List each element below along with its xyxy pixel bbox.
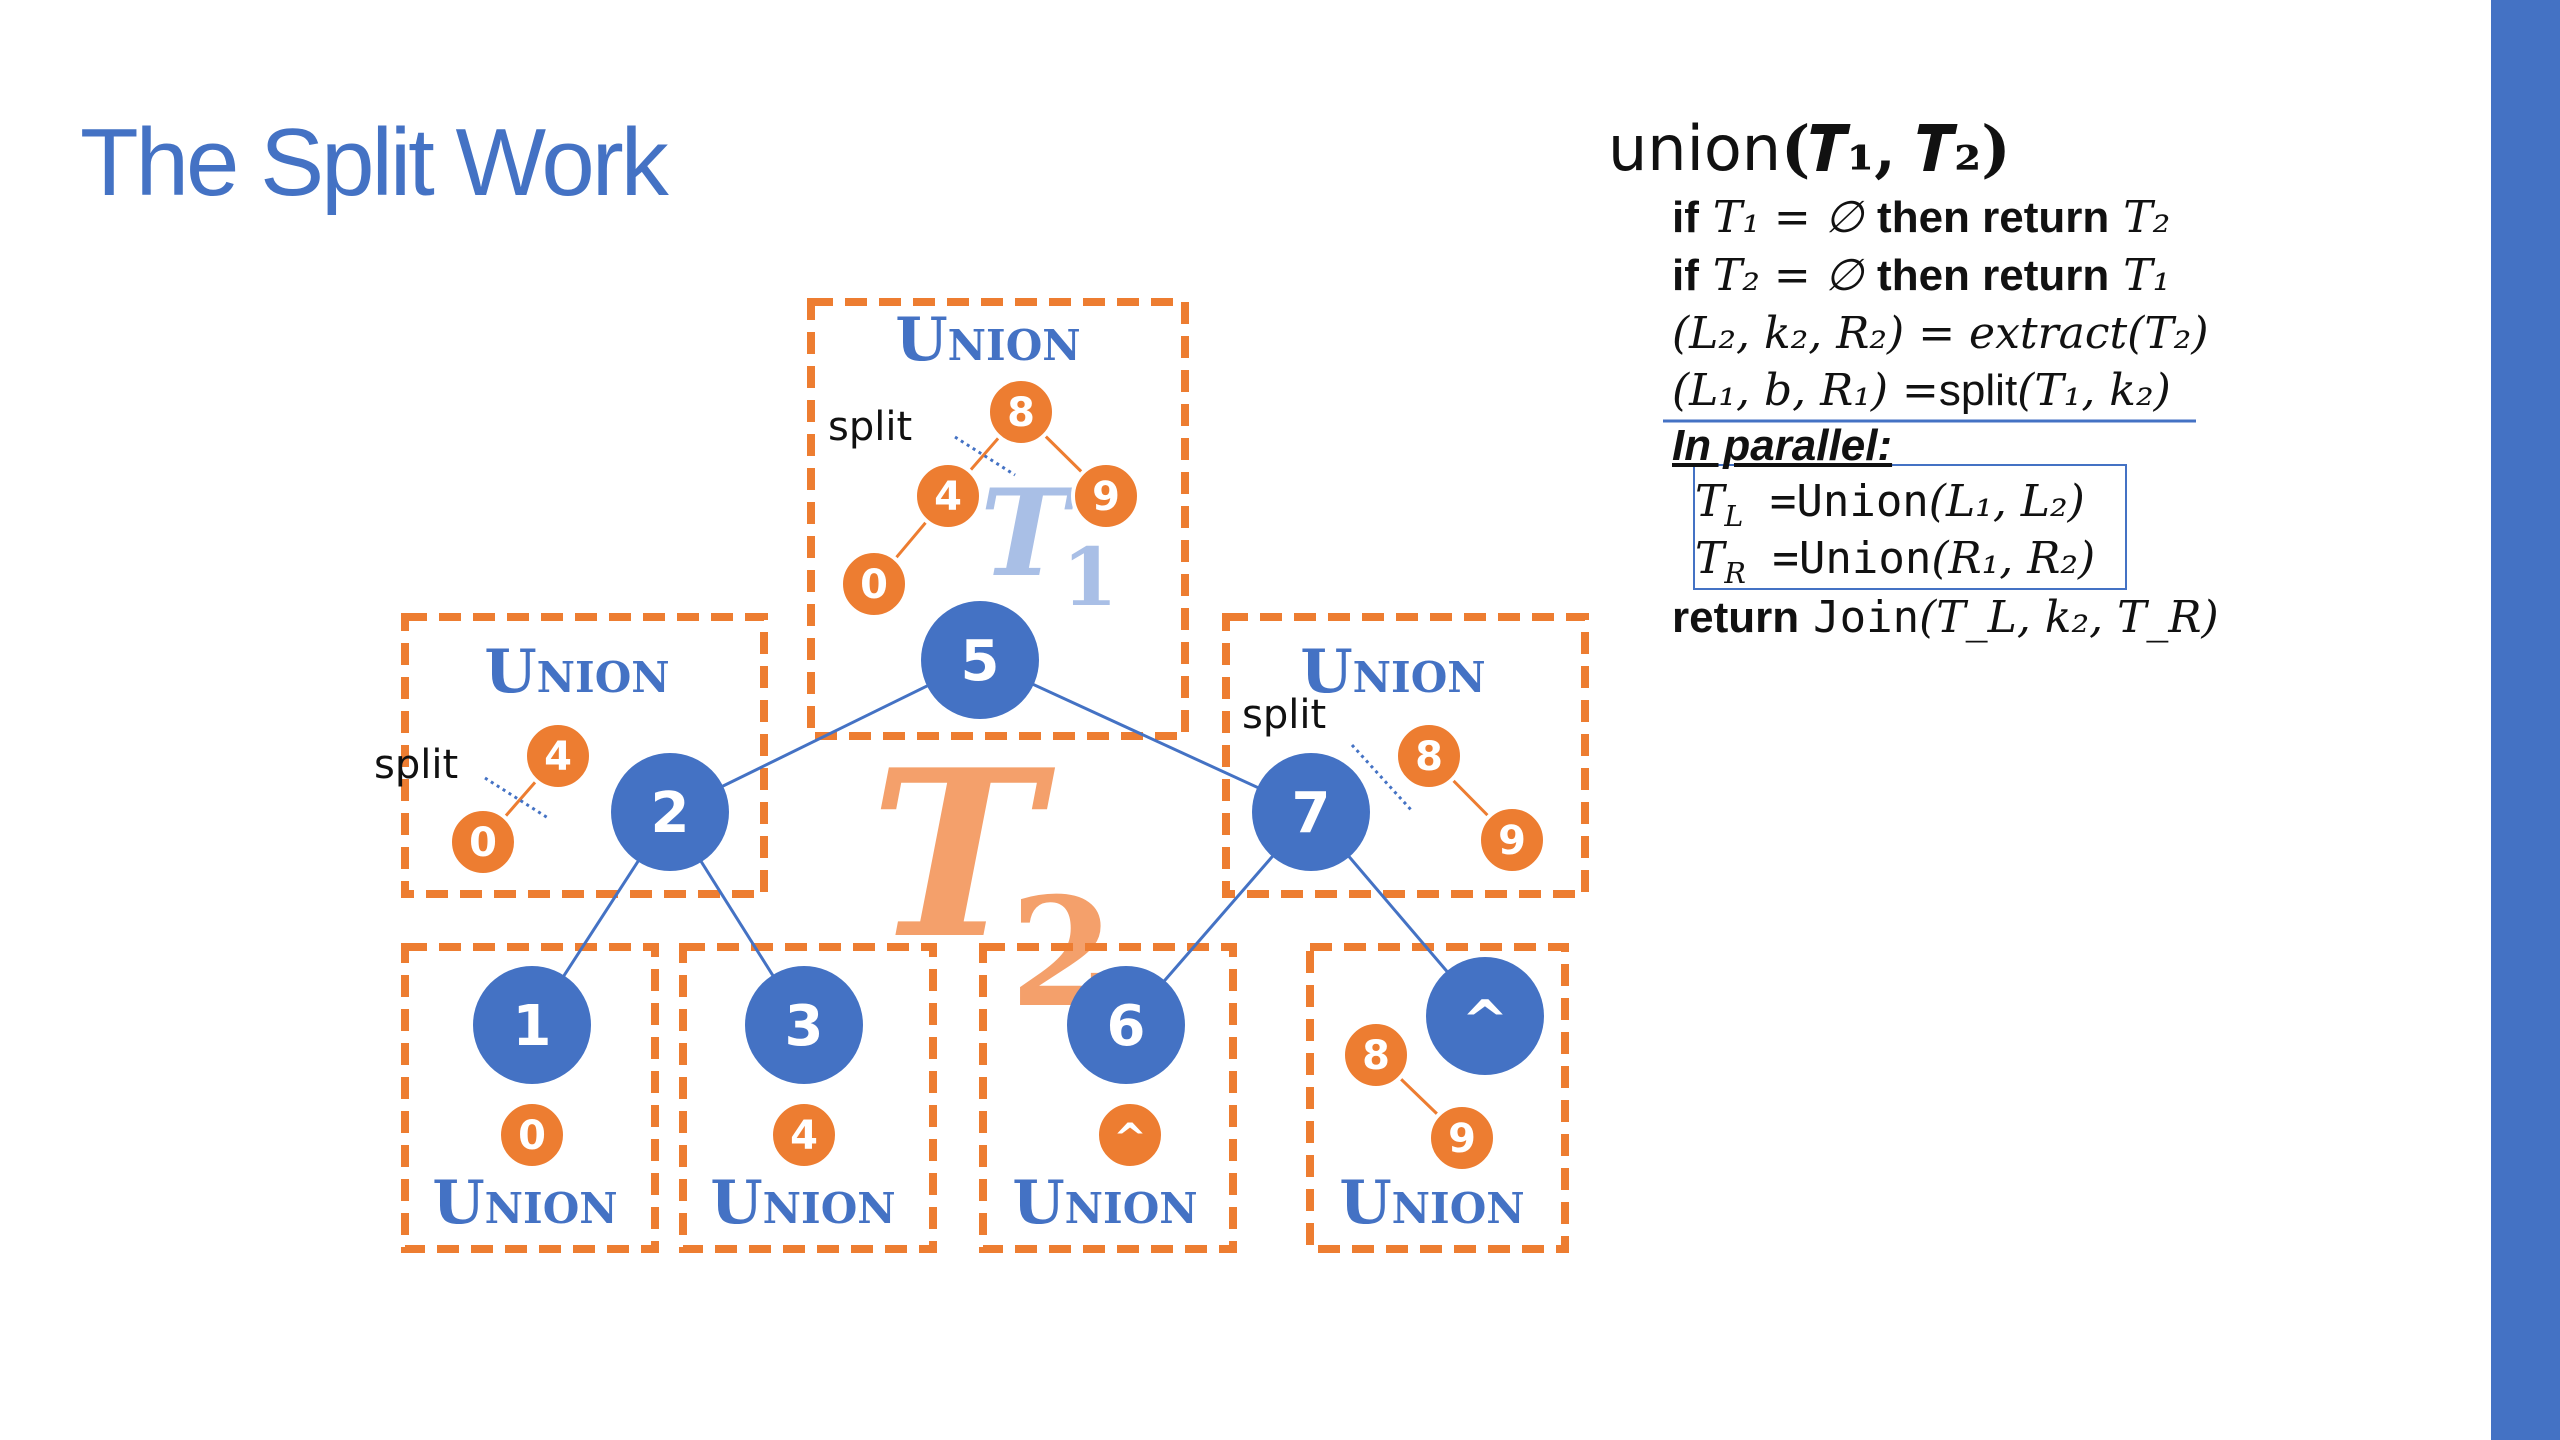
split-line-left — [484, 776, 549, 820]
union-box-root — [807, 298, 1189, 740]
split-line-right — [1350, 743, 1415, 814]
pseudocode-return: return Join(T_L, k₂, T_R) — [1672, 592, 2219, 643]
pseudocode-tr: TR =Union(R₁, R₂) — [1695, 533, 2096, 590]
pseudocode-parallel: In parallel: — [1672, 421, 1893, 470]
svg-text:6: 6 — [1107, 994, 1146, 1059]
t1-nodes: 8 4 9 0 4 0 8 9 0 4 ^ 8 9 — [448, 377, 1547, 1173]
slide-title: The Split Work — [80, 109, 669, 216]
t1-node-4-leaf3: 4 — [769, 1100, 839, 1170]
func-name: union — [1608, 112, 1782, 185]
union-box-leaf-3 — [679, 943, 937, 1253]
t1-node-8-leafhat: 8 — [1341, 1020, 1411, 1090]
union-label-left: Union — [484, 637, 669, 707]
union-box-left — [401, 613, 768, 898]
t1-node-9-right: 9 — [1477, 805, 1547, 875]
t1-node-8-right: 8 — [1394, 721, 1464, 791]
svg-text:3: 3 — [785, 994, 824, 1059]
t2-node-2: 2 — [611, 753, 729, 871]
split-label-right: split — [1242, 692, 1326, 738]
func-args: (𝑻₁, 𝑻₂) — [1781, 112, 2011, 185]
t1-node-hat-leaf6: ^ — [1095, 1100, 1165, 1170]
union-box-leaf-6 — [979, 943, 1237, 1253]
svg-text:8: 8 — [1415, 734, 1443, 780]
union-label-root: Union — [895, 305, 1080, 375]
small-t1-subscript: 1 — [1062, 530, 1118, 624]
split-label-left: split — [374, 742, 458, 788]
union-label-leaf-6: Union — [1012, 1168, 1197, 1238]
t2-node-hat: ^ — [1426, 957, 1544, 1075]
union-label-right: Union — [1300, 637, 1485, 707]
slide-side-bar — [2491, 0, 2560, 1440]
svg-text:9: 9 — [1448, 1116, 1476, 1162]
pseudocode-line-2: if T₂ = ∅ then return T₁ — [1672, 250, 2171, 301]
t1-node-0-root: 0 — [839, 549, 909, 619]
svg-text:0: 0 — [860, 562, 888, 608]
union-box-leaf-hat — [1306, 943, 1569, 1253]
union-label-leaf-3: Union — [710, 1168, 895, 1238]
parallel-box — [1693, 464, 2127, 590]
svg-text:0: 0 — [469, 820, 497, 866]
pseudocode-line-3: (L₂, k₂, R₂) = extract(T₂) — [1672, 308, 2209, 359]
union-box-right — [1222, 613, 1589, 898]
edge-5-7 — [979, 658, 1312, 814]
t2-node-3: 3 — [745, 966, 863, 1084]
t1-node-8-root: 8 — [986, 377, 1056, 447]
svg-text:1: 1 — [513, 994, 552, 1059]
t1-node-9-root: 9 — [1071, 461, 1141, 531]
t1-node-9-leafhat: 9 — [1427, 1103, 1497, 1173]
svg-text:9: 9 — [1498, 818, 1526, 864]
svg-text:^: ^ — [1113, 1116, 1147, 1162]
svg-text:7: 7 — [1292, 781, 1331, 846]
svg-text:^: ^ — [1462, 989, 1509, 1054]
split-line-root — [954, 435, 1016, 477]
svg-text:8: 8 — [1362, 1033, 1390, 1079]
pseudocode-line-4: (L₁, b, R₁) =split(T₁, k₂) — [1672, 365, 2171, 416]
svg-text:4: 4 — [934, 474, 962, 520]
pseudocode-tl: TL =Union(L₁, L₂) — [1695, 476, 2085, 533]
t1-node-4-root: 4 — [913, 461, 983, 531]
t1-node-4-left: 4 — [523, 721, 593, 791]
t2-node-6: 6 — [1067, 966, 1185, 1084]
svg-text:4: 4 — [790, 1113, 818, 1159]
t2-node-1: 1 — [473, 966, 591, 1084]
svg-text:9: 9 — [1092, 474, 1120, 520]
pseudocode-line-1: if T₁ = ∅ then return T₂ — [1672, 192, 2171, 243]
union-label-leaf-hat: Union — [1339, 1168, 1524, 1238]
svg-text:2: 2 — [651, 781, 690, 846]
t2-node-7: 7 — [1252, 753, 1370, 871]
svg-text:0: 0 — [518, 1113, 546, 1159]
svg-text:4: 4 — [544, 734, 572, 780]
small-t1-label: T — [980, 463, 1077, 604]
union-label-leaf-1: Union — [432, 1168, 617, 1238]
t1-node-0-leaf1: 0 — [497, 1100, 567, 1170]
svg-text:5: 5 — [961, 629, 1000, 694]
pseudocode-header: union(𝑻₁, 𝑻₂) — [1608, 112, 2011, 186]
t1-node-0-left: 0 — [448, 807, 518, 877]
union-box-leaf-1 — [401, 943, 659, 1253]
t2-node-5: 5 — [921, 601, 1039, 719]
svg-text:8: 8 — [1007, 390, 1035, 436]
split-label-root: split — [828, 404, 912, 450]
t2-nodes: 5 2 7 1 3 6 ^ — [473, 601, 1544, 1084]
